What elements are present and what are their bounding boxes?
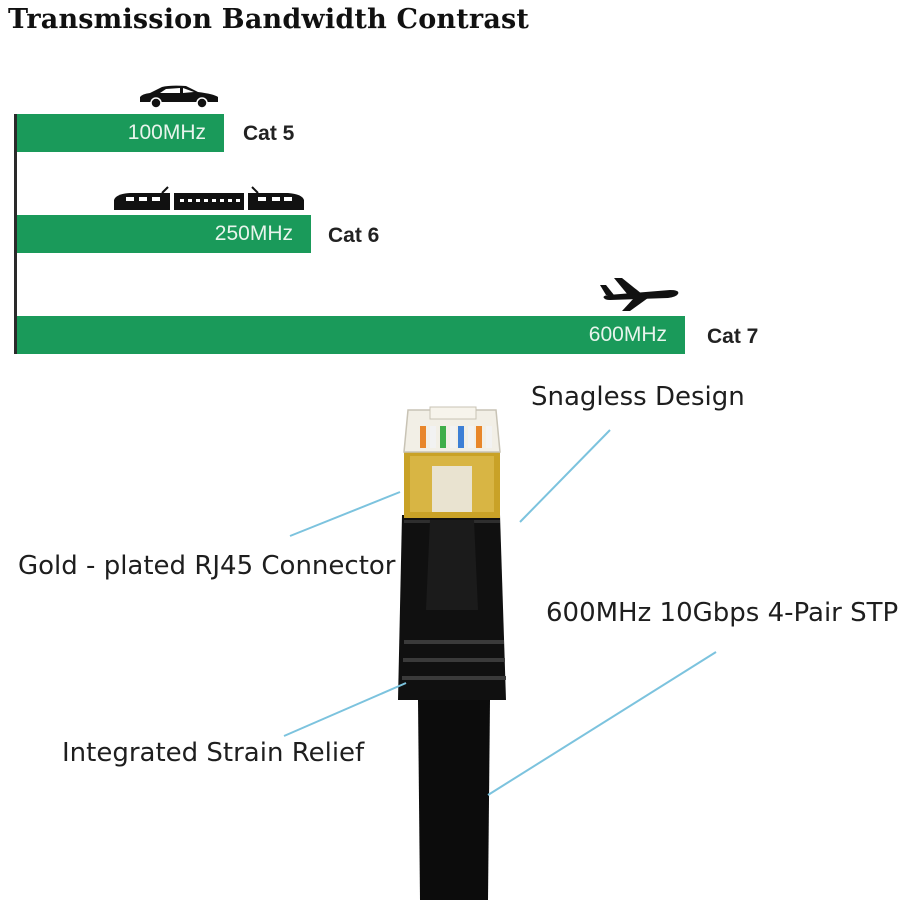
car-icon [140, 85, 218, 109]
callout-strain-relief: Integrated Strain Relief [62, 738, 365, 768]
callout-gold-plated-connector: Gold - plated RJ45 Connector [18, 551, 396, 581]
bar-value-label: 250MHz [214, 222, 293, 245]
category-label-cat7: Cat 7 [707, 325, 759, 348]
airplane-icon [600, 278, 679, 311]
bar-cat6: 250MHz [17, 215, 311, 253]
callout-snagless-design: Snagless Design [531, 382, 745, 412]
category-label-cat5: Cat 5 [243, 122, 295, 145]
category-label-cat6: Cat 6 [328, 224, 380, 247]
bar-value-label: 100MHz [127, 121, 206, 144]
bar-value-label: 600MHz [588, 323, 667, 346]
bar-cat7: 600MHz [17, 316, 685, 354]
bar-cat5: 100MHz [17, 114, 224, 152]
chart-axis-line [14, 114, 17, 354]
page-title: Transmission Bandwidth Contrast [8, 4, 530, 35]
train-icon [114, 186, 304, 210]
callout-stp-spec: 600MHz 10Gbps 4-Pair STP [546, 598, 899, 628]
